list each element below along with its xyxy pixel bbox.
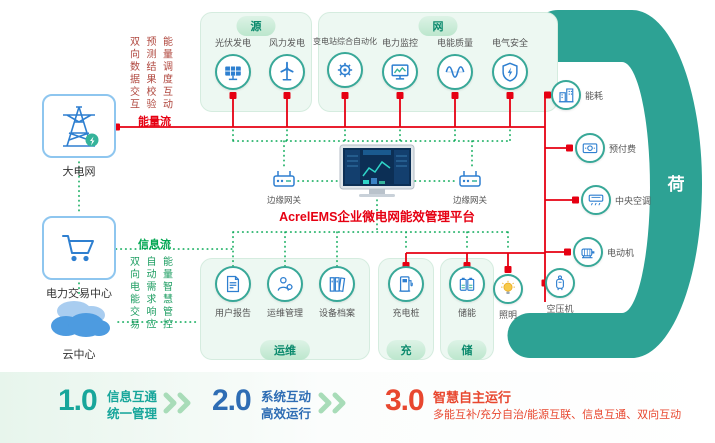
node-wind-power: 风力发电 [252, 36, 322, 90]
node-label: 电力监控 [381, 38, 418, 48]
stage-1-caption: 信息互通 统一管理 [107, 389, 157, 423]
node-label: 预付费 [609, 143, 637, 154]
cloud-icon [51, 301, 110, 337]
node-label: 照明 [498, 310, 517, 320]
stage-1-line-2: 统一管理 [107, 407, 158, 421]
power-trading-box [42, 216, 116, 280]
energy-flow-notes: 双向数据交互 预测结果校验 能量调度互动 [127, 36, 172, 111]
node-electrical-safety: 电气安全 [475, 36, 545, 90]
node-label: 空压机 [546, 304, 574, 314]
node-label: 设备档案 [318, 308, 355, 318]
stage-2-line-1: 系统互动 [261, 390, 312, 404]
stage-3-line-2: 多能互补/充分自治/能源互联、信息互通、双向互动 [433, 409, 682, 421]
gateway-label: 边缘网关 [266, 195, 301, 205]
ops-panel-pill: 运维 [260, 340, 310, 360]
stage-2-number: 2.0 [212, 384, 252, 417]
gear-icon [337, 62, 353, 78]
node-pv-generation: 光伏发电 [198, 36, 268, 90]
transmission-tower-icon [63, 106, 99, 147]
main-grid-label: 大电网 [62, 166, 96, 178]
node-label: 变电站综合自动化 [313, 37, 377, 46]
node-label: 用户报告 [214, 308, 251, 318]
note-text: 双向电能交易 [127, 256, 139, 331]
books-icon [329, 277, 346, 292]
gateway-icon [459, 171, 481, 187]
stage-1-line-1: 信息互通 [107, 390, 158, 404]
stage-1-number: 1.0 [58, 384, 98, 417]
node-motor: 电动机 [573, 237, 634, 267]
shopping-cart-icon [62, 235, 94, 262]
node-label: 充电桩 [392, 308, 420, 318]
energy-flow-label: 能量流 [138, 116, 171, 128]
note-text: 双向数据交互 [127, 36, 139, 111]
node-label: 储能 [457, 308, 476, 318]
main-grid-box [42, 94, 116, 158]
chevron-arrows-icon [318, 392, 346, 414]
storage-panel-pill: 储 [447, 340, 487, 360]
ev-charger-icon [399, 276, 413, 292]
monitor-chart-icon [391, 64, 409, 80]
node-power-monitoring: 电力监控 [365, 36, 435, 90]
dashboard-screen-icon [339, 144, 415, 197]
wind-turbine-icon [280, 61, 294, 81]
power-trading-label: 电力交易中心 [46, 288, 112, 300]
stage-3-line-1: 智慧自主运行 [433, 390, 512, 405]
node-prepaid: 预付费 [575, 133, 636, 163]
node-label: 光伏发电 [214, 38, 251, 48]
buildings-icon [558, 88, 574, 103]
platform-title: AcrelEMS企业微电网能效管理平台 [279, 210, 475, 224]
node-central-ac: 中央空调 [581, 185, 651, 215]
node-label: 运维管理 [266, 308, 303, 318]
legend-background [0, 372, 715, 443]
stage-2-line-2: 高效运行 [261, 407, 312, 421]
info-flow-label: 信息流 [138, 239, 171, 251]
cloud-center [44, 296, 114, 347]
waveform-icon [445, 66, 465, 78]
charge-panel-pill: 充 [386, 340, 426, 360]
stage-2-caption: 系统互动 高效运行 [261, 389, 311, 423]
node-air-compressor: 空压机 [525, 268, 595, 315]
node-energy-consumption: 能耗 [551, 80, 603, 110]
node-power-quality: 电能质量 [420, 36, 490, 90]
node-label: 中央空调 [615, 195, 652, 206]
compressor-icon [556, 275, 564, 291]
edge-gateway-right: 边缘网关 [442, 166, 498, 206]
node-ops-management: 运维管理 [250, 266, 320, 319]
light-bulb-icon [501, 280, 515, 295]
shield-bolt-icon [502, 62, 518, 82]
battery-icon [459, 277, 475, 291]
node-user-report: 用户报告 [198, 266, 268, 319]
node-energy-storage: 储能 [432, 266, 502, 319]
air-conditioner-icon [588, 194, 604, 206]
gateway-icon [273, 171, 295, 187]
info-flow-notes: 双向电能交易 自动需求响应 能量智慧管控 [127, 256, 172, 331]
node-label: 电能质量 [436, 38, 473, 48]
node-label: 电动机 [607, 247, 635, 258]
node-label: 电气安全 [491, 38, 528, 48]
grid-panel-pill: 网 [418, 16, 458, 36]
node-lighting: 照明 [473, 274, 543, 321]
chevron-arrows-icon [163, 392, 191, 414]
node-ev-charger: 充电桩 [371, 266, 441, 319]
platform-monitor [339, 144, 415, 205]
cloud-center-label: 云中心 [62, 349, 96, 361]
node-label: 能耗 [585, 90, 604, 101]
solar-panel-icon [225, 66, 241, 81]
load-section-label: 荷 [667, 175, 685, 194]
gateway-label: 边缘网关 [452, 195, 487, 205]
note-text: 预测结果校验 [144, 36, 155, 111]
source-panel-pill: 源 [236, 16, 276, 36]
node-label: 风力发电 [268, 38, 305, 48]
node-equipment-archive: 设备档案 [302, 266, 372, 319]
node-substation-automation: 变电站综合自动化 [310, 36, 380, 88]
note-text: 能量调度互动 [160, 36, 172, 111]
prepaid-card-icon [582, 143, 598, 154]
document-icon [226, 275, 240, 293]
note-text: 自动需求响应 [144, 256, 155, 331]
person-gear-icon [277, 276, 293, 291]
motor-icon [581, 248, 595, 259]
edge-gateway-left: 边缘网关 [256, 166, 312, 206]
note-text: 能量智慧管控 [160, 256, 172, 331]
stage-3-number: 3.0 [385, 384, 425, 417]
